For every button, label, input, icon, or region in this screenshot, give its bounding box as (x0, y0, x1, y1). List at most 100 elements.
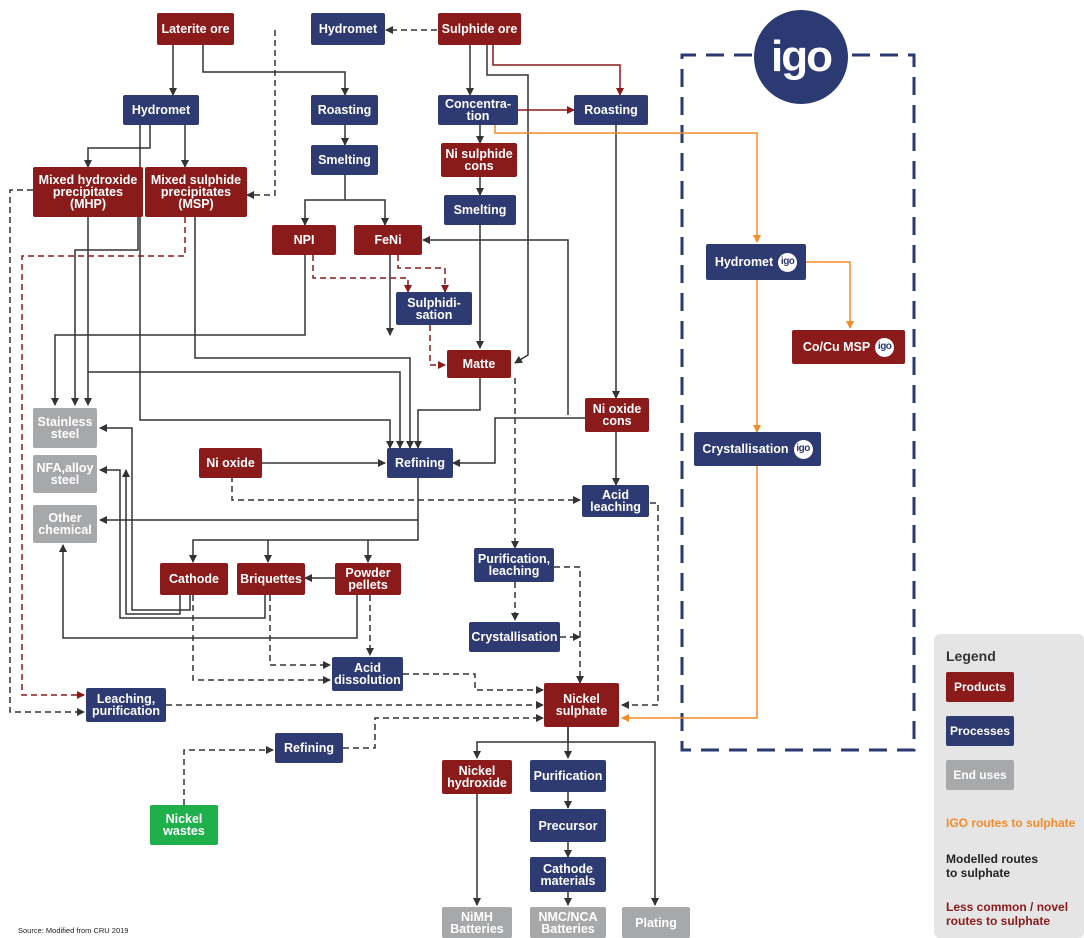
igo-logo: igo (754, 10, 848, 104)
node-acid-leaching: Acid leaching (582, 485, 649, 517)
arrow-igocrystal-sulphate (621, 466, 758, 722)
arrow-sulphide-matte (486, 45, 529, 364)
arrow-mhp-leaching (9, 189, 85, 716)
igo-crystallisation-label: Crystallisation (702, 442, 789, 456)
arrow-refining-sulphate (343, 714, 544, 749)
node-briquettes: Briquettes (237, 563, 305, 595)
node-cathode: Cathode (160, 563, 228, 595)
node-smelting-mid: Smelting (311, 145, 378, 175)
node-refining-low: Refining (275, 733, 343, 763)
node-roasting-mid: Roasting (311, 95, 378, 125)
node-ni-oxide-cons: Ni oxide cons (585, 398, 649, 432)
node-roasting-right: Roasting (574, 95, 648, 125)
arrow-acidleaching-sulphate (621, 502, 659, 709)
arrow-briquettes-nfa (99, 466, 266, 619)
arrow-hydromet-refining (139, 125, 394, 449)
node-nickel-hydroxide: Nickel hydroxide (442, 760, 512, 794)
arrow-matte-refining (414, 378, 481, 449)
node-ni-oxide: Ni oxide (199, 448, 262, 478)
node-nfa-alloy-steel: NFA,alloy steel (33, 455, 97, 493)
arrow-briquettes-aciddiss (269, 595, 331, 669)
arrow-npi-sulphidisation (312, 255, 412, 293)
arrow-nioxidecons-refining (452, 417, 585, 467)
arrow-powder-other (59, 544, 358, 639)
arrow-sulphate-plating (568, 741, 659, 906)
node-feni: FeNi (354, 225, 422, 255)
arrow-sulphate-hydroxide (473, 727, 569, 759)
node-other-chemical: Other chemical (33, 505, 97, 543)
node-npi: NPI (272, 225, 336, 255)
node-precursor: Precursor (530, 809, 606, 842)
arrow-refining-cathode (189, 520, 419, 563)
node-purification-leaching: Purification, leaching (474, 548, 554, 582)
source-note: Source: Modified from CRU 2019 (18, 926, 129, 935)
node-purification-low: Purification (530, 760, 606, 792)
arrow-sulphidisation-matte (429, 325, 446, 369)
node-msp: Mixed sulphide precipitates (MSP) (145, 167, 247, 217)
legend-panel: Legend Products Processes End uses IGO r… (934, 634, 1084, 938)
igo-hydromet-label: Hydromet (714, 255, 774, 269)
node-smelting-right: Smelting (444, 195, 516, 225)
node-matte: Matte (447, 350, 511, 378)
arrow-igohydromet-comsp (806, 261, 854, 329)
node-cathode-materials: Cathode materials (530, 857, 606, 892)
legend-modelled-routes: Modelled routes to sulphate (946, 852, 1039, 880)
node-hydromet-left: Hydromet (123, 95, 199, 125)
igo-badge-icon: igo (875, 337, 895, 357)
node-nmc-nca-batteries: NMC/NCA Batteries (530, 907, 606, 938)
igo-badge-icon: igo (778, 252, 798, 272)
igo-region-border (680, 53, 916, 752)
node-igo-co-cu-msp: Co/Cu MSP igo (792, 330, 905, 364)
legend-processes: Processes (946, 716, 1014, 746)
arrow-cathode-aciddiss (192, 595, 331, 684)
arrow-mhp-refining (88, 371, 404, 449)
arrow-msp-stainless (71, 217, 139, 406)
igo-badge-icon: igo (793, 439, 813, 459)
igo-co-cu-msp-label: Co/Cu MSP (802, 340, 871, 354)
arrow-concentration-igohydromet (494, 125, 761, 243)
arrow-cathode-stainless (99, 424, 191, 611)
node-nickel-sulphate: Nickel sulphate (544, 683, 619, 727)
arrow-aciddiss-sulphate (403, 673, 544, 694)
arrow-wastes-refining (183, 746, 274, 805)
node-hydromet-top: Hydromet (311, 13, 385, 45)
node-stainless-steel: Stainless steel (33, 408, 97, 448)
node-nimh-batteries: NiMH Batteries (442, 907, 512, 938)
legend-novel-routes: Less common / novel routes to sulphate (946, 900, 1069, 928)
node-mhp: Mixed hydroxide precipitates (MHP) (33, 167, 143, 217)
node-powder-pellets: Powder pellets (335, 563, 401, 595)
node-crystallisation-mid: Crystallisation (469, 622, 560, 652)
arrow-smelting-npi (301, 175, 346, 226)
arrow-msp-refining (194, 217, 414, 449)
node-ni-sulphide-cons: Ni sulphide cons (441, 143, 517, 177)
node-sulphide-ore: Sulphide ore (438, 13, 521, 45)
legend-end-uses: End uses (946, 760, 1014, 790)
node-refining-mid: Refining (387, 448, 453, 478)
node-acid-dissolution: Acid dissolution (332, 657, 403, 691)
arrow-msp-leaching (21, 217, 186, 699)
arrow-feni-sulphidisation (397, 255, 449, 293)
legend-igo-routes: IGO routes to sulphate (946, 816, 1076, 830)
legend-products: Products (946, 672, 1014, 702)
arrow-purleach-sulphate (554, 566, 584, 684)
node-plating: Plating (622, 907, 690, 938)
node-igo-hydromet: Hydromet igo (706, 244, 806, 280)
arrow-npi-stainless (51, 255, 306, 406)
arrow-laterite-roasting (202, 45, 349, 96)
node-leaching-purification: Leaching, purification (86, 688, 166, 722)
arrow-nioxide-acidleaching (231, 476, 581, 504)
arrow-nioxidecons-feni (422, 236, 569, 415)
node-sulphidisation: Sulphidi- sation (396, 292, 472, 325)
node-igo-crystallisation: Crystallisation igo (694, 432, 821, 466)
arrow-sulphide-roasting (492, 45, 624, 96)
node-concentration: Concentra- tion (438, 95, 518, 125)
arrow-refining-other (99, 478, 419, 524)
igo-logo-text: igo (771, 32, 833, 81)
arrow-cathode-nfa (122, 469, 181, 615)
arrow-smelting-feni (345, 199, 389, 226)
node-nickel-wastes: Nickel wastes (150, 805, 218, 845)
node-laterite-ore: Laterite ore (157, 13, 234, 45)
arrow-hydromet-mhp (84, 125, 151, 168)
legend-title: Legend (946, 648, 996, 664)
